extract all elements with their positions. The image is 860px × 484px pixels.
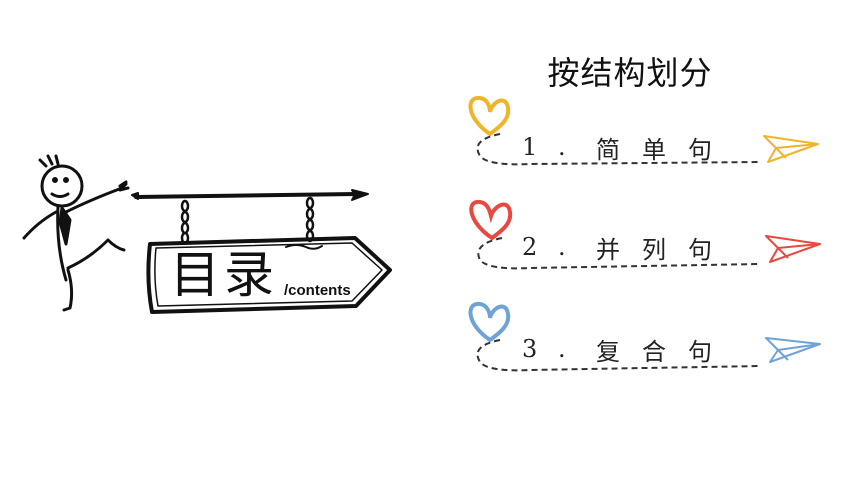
dashed-path xyxy=(476,339,761,372)
item-text: 并列句 xyxy=(596,235,734,264)
item-number: 3 xyxy=(522,335,538,363)
paper-plane-icon xyxy=(763,135,819,163)
item-separator: . xyxy=(558,233,566,261)
item-text: 简单句 xyxy=(596,135,734,164)
list-item[interactable]: 1 . 简单句 xyxy=(522,132,734,164)
sign-subtitle: /contents xyxy=(284,282,351,299)
item-separator: . xyxy=(558,335,566,363)
paper-plane-icon xyxy=(765,337,821,363)
item-separator: . xyxy=(558,133,566,161)
list-item[interactable]: 3 . 复合句 xyxy=(522,334,734,366)
list-item[interactable]: 2 . 并列句 xyxy=(522,232,734,264)
dashed-path xyxy=(476,133,761,166)
sign-title: 目录 xyxy=(170,246,278,304)
item-number: 2 xyxy=(522,233,538,261)
section-heading: 按结构划分 xyxy=(547,54,713,92)
item-text: 复合句 xyxy=(596,337,734,366)
signpost-icon xyxy=(131,189,392,314)
heart-icon xyxy=(468,301,511,342)
item-number: 1 xyxy=(522,133,538,161)
stick-figure-icon xyxy=(22,154,130,312)
paper-plane-icon xyxy=(765,235,821,263)
dashed-path xyxy=(477,237,761,270)
heart-icon xyxy=(469,199,513,240)
heart-icon xyxy=(468,95,511,136)
